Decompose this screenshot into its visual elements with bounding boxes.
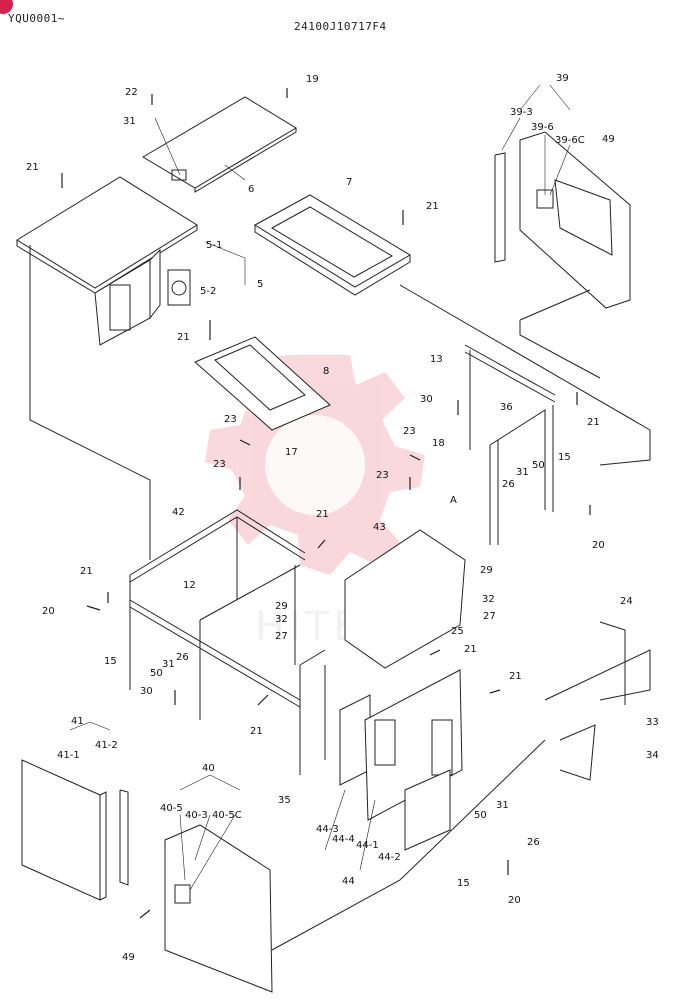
callout-39-6c: 39-6C	[555, 135, 585, 146]
callout-6: 6	[248, 184, 254, 195]
leader-lines	[69, 84, 571, 891]
callout-5-2: 5-2	[200, 286, 216, 297]
callout-21: 21	[426, 201, 439, 212]
part-6-cover-plate	[142, 96, 297, 193]
callout-50: 50	[150, 668, 163, 679]
callout-8: 8	[323, 366, 329, 377]
callout-21: 21	[316, 509, 329, 520]
callout-21: 21	[250, 726, 263, 737]
callout-49: 49	[602, 134, 615, 145]
callout-40-5: 40-5	[160, 803, 183, 814]
callout-49: 49	[122, 952, 135, 963]
part-42-frame	[129, 509, 326, 775]
part-43-panel	[344, 529, 466, 669]
drawing-number: 24100J10717F4	[294, 20, 387, 33]
callout-20: 20	[592, 540, 605, 551]
callout-20: 20	[508, 895, 521, 906]
callout-31: 31	[162, 659, 175, 670]
callout-23: 23	[224, 414, 237, 425]
callout-15: 15	[558, 452, 571, 463]
callout-21: 21	[26, 162, 39, 173]
callout-33: 33	[646, 717, 659, 728]
callout-labels: 22 19 31 6 21 7 21 39 39-3 39-6 39-6C 49…	[26, 73, 659, 963]
callout-44: 44	[342, 876, 355, 887]
callout-27: 27	[483, 611, 496, 622]
bolts	[61, 88, 591, 919]
callout-5-1: 5-1	[206, 240, 222, 251]
callout-31: 31	[516, 467, 529, 478]
callout-26: 26	[527, 837, 540, 848]
callout-44-4: 44-4	[332, 834, 355, 845]
callout-41-2: 41-2	[95, 740, 118, 751]
callout-31: 31	[123, 116, 136, 127]
callout-21: 21	[80, 566, 93, 577]
callout-a: A	[450, 495, 457, 506]
callout-20: 20	[42, 606, 55, 617]
callout-32: 32	[275, 614, 288, 625]
callout-39-3: 39-3	[510, 107, 533, 118]
callout-21: 21	[177, 332, 190, 343]
part-24-handle	[599, 621, 626, 705]
callout-30: 30	[420, 394, 433, 405]
callout-30: 30	[140, 686, 153, 697]
part-8-panel	[194, 336, 331, 431]
callout-31: 31	[496, 800, 509, 811]
callout-23: 23	[376, 470, 389, 481]
callout-12: 12	[183, 580, 196, 591]
callout-39-6: 39-6	[531, 122, 554, 133]
callout-40-3: 40-3	[185, 810, 208, 821]
callout-26: 26	[502, 479, 515, 490]
callout-41: 41	[71, 716, 84, 727]
part-13-36-side-frame	[464, 344, 556, 545]
callout-22: 22	[125, 87, 138, 98]
callout-19: 19	[306, 74, 319, 85]
part-44-panels	[339, 669, 463, 851]
callout-40-5c: 40-5C	[212, 810, 242, 821]
callout-44-1: 44-1	[356, 840, 379, 851]
callout-39: 39	[556, 73, 569, 84]
callout-50: 50	[532, 460, 545, 471]
callout-29: 29	[275, 601, 288, 612]
callout-21: 21	[587, 417, 600, 428]
callout-13: 13	[430, 354, 443, 365]
callout-42: 42	[172, 507, 185, 518]
callout-34: 34	[646, 750, 659, 761]
series-code: YQU0001~	[8, 12, 65, 25]
callout-24: 24	[620, 596, 633, 607]
callout-32: 32	[482, 594, 495, 605]
callout-15: 15	[104, 656, 117, 667]
callout-7: 7	[346, 177, 352, 188]
callout-29: 29	[480, 565, 493, 576]
callout-44-3: 44-3	[316, 824, 339, 835]
callout-23: 23	[403, 426, 416, 437]
part-41-left-panel	[21, 759, 129, 901]
callout-27: 27	[275, 631, 288, 642]
callout-26: 26	[176, 652, 189, 663]
callout-40: 40	[202, 763, 215, 774]
linework	[16, 84, 651, 993]
callout-43: 43	[373, 522, 386, 533]
callout-44-2: 44-2	[378, 852, 401, 863]
callout-25: 25	[451, 626, 464, 637]
callout-50: 50	[474, 810, 487, 821]
callout-21: 21	[464, 644, 477, 655]
callout-41-1: 41-1	[57, 750, 80, 761]
callout-23: 23	[213, 459, 226, 470]
callout-15: 15	[457, 878, 470, 889]
part-39-door	[494, 131, 631, 309]
part-5-top-panel	[16, 176, 198, 346]
part-40-front-panel	[164, 824, 273, 993]
callout-5: 5	[257, 279, 263, 290]
callout-18: 18	[432, 438, 445, 449]
corner-badge	[0, 0, 13, 14]
callout-35: 35	[278, 795, 291, 806]
callout-17: 17	[285, 447, 298, 458]
callout-21: 21	[509, 671, 522, 682]
part-7-panel	[254, 194, 411, 296]
callout-36: 36	[500, 402, 513, 413]
